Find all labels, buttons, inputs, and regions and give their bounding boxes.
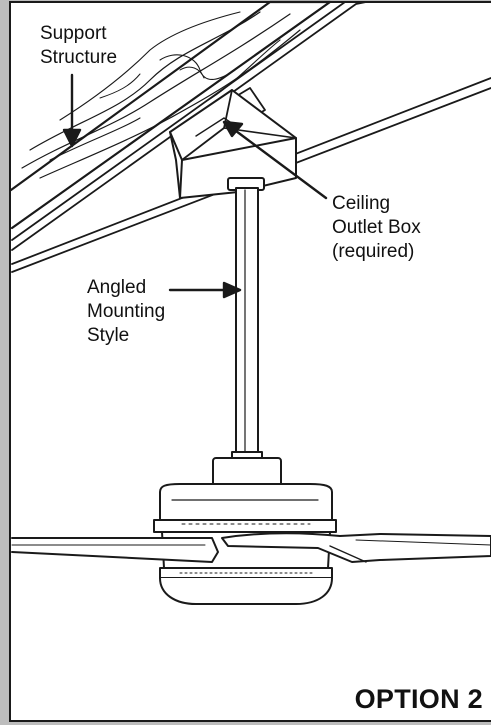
ceiling-outlet-box — [169, 89, 297, 199]
required-label-line3: (required) — [332, 241, 415, 262]
mounting-label-line2: Mounting — [87, 301, 166, 322]
option-title: OPTION 2 — [354, 684, 483, 714]
angled-label-line1: Angled — [87, 277, 147, 298]
structure-label-line2: Structure — [40, 47, 118, 68]
support-structure-label: Support Structure — [40, 22, 117, 70]
ceiling-label-line1: Ceiling — [332, 193, 391, 214]
fan-blades — [11, 532, 491, 563]
style-label-line3: Style — [87, 325, 130, 346]
support-label-line1: Support — [40, 23, 107, 44]
outlet-box-arrow — [230, 126, 328, 200]
callout-arrows — [62, 73, 328, 299]
angled-mounting-style-label: Angled Mounting Style — [87, 276, 165, 348]
support-beam — [9, 0, 332, 230]
downrod — [231, 187, 263, 461]
diagram-border — [9, 1, 491, 722]
outlet-box-label-line2: Outlet Box — [332, 217, 421, 238]
ceiling-outlet-box-label: Ceiling Outlet Box (required) — [332, 192, 421, 264]
fan-motor — [153, 457, 337, 605]
